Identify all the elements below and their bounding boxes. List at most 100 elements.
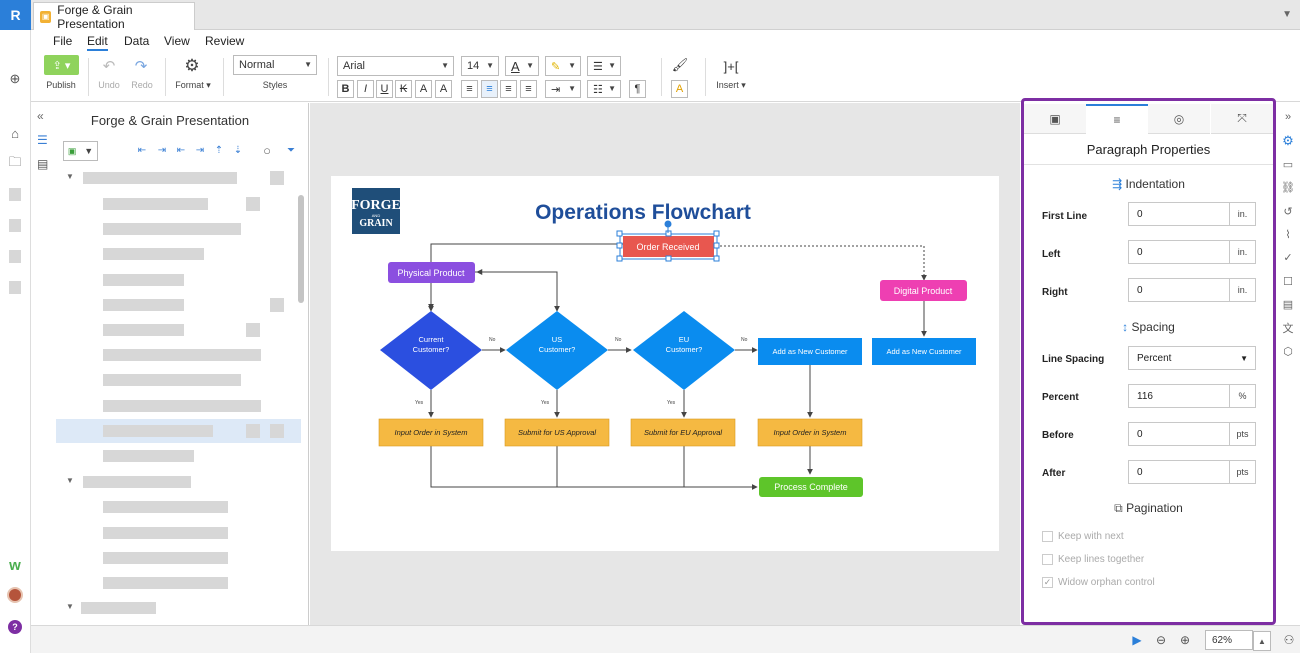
publish-button[interactable]: ⇪ ▾	[44, 55, 79, 75]
align-right-icon[interactable]: ≡	[500, 80, 517, 98]
italic-button[interactable]: I	[357, 80, 374, 98]
strikethrough-button[interactable]: K	[395, 80, 412, 98]
menu-edit[interactable]: Edit	[87, 34, 108, 51]
outline-item-selected[interactable]	[56, 419, 301, 443]
font-select[interactable]: Arial▼	[337, 56, 454, 76]
outline-item[interactable]	[56, 571, 301, 595]
node-add-new-customer-2[interactable]: Add as New Customer	[872, 338, 976, 365]
outline-section[interactable]: ▼	[56, 166, 301, 190]
styles-select[interactable]: Normal▼	[233, 55, 317, 75]
outline-item[interactable]	[56, 394, 301, 418]
slide[interactable]: FORGE AND GRAIN Operations Flowchart	[331, 176, 999, 551]
node-us-customer[interactable]: US Customer?	[506, 311, 608, 390]
outline-item[interactable]	[56, 546, 301, 570]
font-color-select[interactable]: A▼	[505, 56, 539, 76]
undo-icon[interactable]: ↶	[102, 58, 116, 75]
pilcrow-button[interactable]: ¶	[629, 80, 646, 98]
numbered-list-select[interactable]: ☷▼	[587, 80, 621, 98]
chat-icon[interactable]: ☐	[1283, 275, 1293, 288]
outline-item[interactable]	[56, 217, 301, 241]
add-icon[interactable]: ⊕	[9, 71, 21, 86]
avatar[interactable]	[6, 586, 24, 604]
font-size-select[interactable]: 14▼	[461, 56, 499, 76]
outline-section[interactable]: ▼	[56, 596, 301, 620]
align-center-icon[interactable]: ≡	[481, 80, 498, 98]
comment-icon[interactable]: ▭	[1282, 158, 1294, 171]
outline-view-icon[interactable]: ☰	[37, 133, 48, 147]
outline-section[interactable]: ▼	[56, 470, 301, 494]
outline-item[interactable]	[56, 293, 301, 317]
insert-icon[interactable]: ]+[	[719, 57, 743, 75]
format-painter-icon[interactable]: 🖌	[671, 57, 689, 72]
bullet-list-select[interactable]: ☰▼	[587, 56, 621, 76]
check-circle-icon[interactable]: ✓	[1283, 251, 1293, 264]
indent-icon[interactable]: ⇥	[157, 144, 167, 156]
line-spacing-select[interactable]: Percent▼	[1128, 346, 1256, 370]
outline-item[interactable]	[56, 343, 301, 367]
selection-handles[interactable]	[616, 230, 720, 262]
rail-placeholder-1[interactable]	[9, 188, 21, 201]
menu-view[interactable]: View	[164, 34, 190, 48]
subscript-button[interactable]: A	[435, 80, 452, 98]
keep-with-next-checkbox[interactable]: Keep with next	[1042, 531, 1124, 542]
outline-item[interactable]	[56, 444, 301, 468]
outline-item[interactable]	[56, 268, 301, 292]
tasks-icon[interactable]: ▤	[1282, 298, 1294, 311]
rail-placeholder-2[interactable]	[9, 219, 21, 232]
zoom-level-input[interactable]: 62%	[1205, 630, 1253, 650]
align-justify-icon[interactable]: ≡	[520, 80, 537, 98]
superscript-button[interactable]: A	[415, 80, 432, 98]
document-tab[interactable]: ▣ Forge & Grain Presentation	[33, 2, 195, 31]
filter-icon[interactable]: ⏷	[287, 144, 295, 156]
insert-menu-button[interactable]: Insert ▾	[716, 80, 746, 90]
link-icon[interactable]: ⛓	[1281, 181, 1295, 194]
move-down-icon[interactable]: ⇣	[233, 144, 243, 156]
outline-item[interactable]	[56, 521, 301, 545]
node-submit-us[interactable]: Submit for US Approval	[504, 418, 610, 447]
node-input-order-2[interactable]: Input Order in System	[757, 418, 863, 447]
menu-file[interactable]: File	[53, 34, 73, 48]
tab-menu-chevron-icon[interactable]: ▼	[1282, 9, 1292, 20]
workiva-icon[interactable]: w	[9, 556, 21, 574]
indent-select[interactable]: ⇥▼	[545, 80, 581, 98]
move-up-icon[interactable]: ⇡	[214, 144, 224, 156]
tab-shape-properties[interactable]: ◎	[1148, 104, 1210, 134]
outdent-icon[interactable]: ⇤	[137, 144, 147, 156]
zoom-stepper[interactable]: ▲	[1253, 631, 1271, 651]
attachment-icon[interactable]: ⌇	[1285, 228, 1291, 241]
cube-icon[interactable]: ⬡	[1283, 345, 1293, 358]
folder-icon[interactable]: 🗀	[8, 154, 22, 169]
node-input-order-1[interactable]: Input Order in System	[378, 418, 484, 447]
node-physical-product[interactable]: Physical Product	[388, 262, 475, 283]
zoom-in-icon[interactable]: ⊕	[1179, 633, 1191, 647]
history-icon[interactable]: ↺	[1283, 205, 1293, 218]
node-order-received[interactable]: Order Received	[616, 220, 720, 262]
help-icon[interactable]: ?	[6, 618, 24, 636]
user-icon[interactable]: ⚇	[1283, 633, 1295, 647]
percent-input[interactable]: 116%	[1128, 384, 1256, 408]
rail-placeholder-4[interactable]	[9, 281, 21, 294]
collapse-panel-icon[interactable]: «	[37, 109, 44, 123]
redo-icon[interactable]: ↷	[134, 58, 148, 75]
node-add-new-customer-1[interactable]: Add as New Customer	[758, 338, 862, 365]
outline-item[interactable]	[56, 242, 301, 266]
zoom-out-icon[interactable]: ⊖	[1155, 633, 1167, 647]
text-effects-icon[interactable]: A	[671, 80, 688, 98]
bold-button[interactable]: B	[337, 80, 354, 98]
app-logo[interactable]: R	[0, 0, 31, 30]
format-menu-button[interactable]: Format ▾	[175, 80, 211, 90]
outline-scrollbar[interactable]	[298, 195, 304, 303]
gear-icon[interactable]: ⚙	[184, 56, 200, 75]
rotate-handle[interactable]	[664, 220, 672, 228]
outline-item[interactable]	[56, 318, 301, 342]
highlight-select[interactable]: ✎▼	[545, 56, 581, 76]
keep-lines-together-checkbox[interactable]: Keep lines together	[1042, 554, 1144, 565]
node-current-customer[interactable]: Current Customer?	[380, 311, 482, 390]
move-left-icon[interactable]: ⇤	[176, 144, 186, 156]
home-icon[interactable]: ⌂	[11, 125, 19, 141]
outline-item[interactable]	[56, 495, 301, 519]
tab-arrange-properties[interactable]: ⤧	[1211, 104, 1273, 134]
